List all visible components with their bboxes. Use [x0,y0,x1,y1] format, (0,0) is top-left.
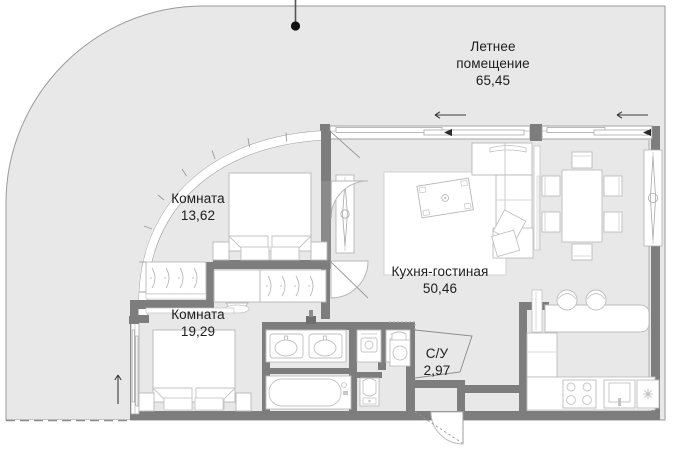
room-area: 19,29 [180,324,216,339]
orientation-marker-icon [290,0,301,31]
window-arrow-left [114,374,122,404]
wardrobe-room2 [259,269,327,303]
leader-lines [414,411,464,444]
room-label-summer: Летнее помещение 65,45 [380,38,606,89]
nightstand [138,392,155,412]
dining-chair [603,211,623,233]
desk [213,269,261,303]
kitchen-island [544,304,650,333]
furniture-room1 [212,172,328,261]
sink [603,379,636,409]
room-label-room2: Комната 19,29 [108,306,288,340]
sliding-doors-top [320,124,653,141]
cooktop [562,379,597,409]
room-label-kitchen: Кухня-гостиная 50,46 [320,263,560,297]
dining-chair [571,151,593,169]
washbasin [308,333,343,359]
furniture-living [383,142,541,276]
washbasin [269,333,304,359]
room-name: Летнее [470,39,516,54]
room-name: С/У [425,346,449,361]
furniture-kitchen [526,289,660,411]
window-right-room1 [335,174,355,254]
nightstand [235,392,252,412]
room-name-line2: помещение [456,56,530,71]
wc-label-leader [414,329,473,379]
furniture-dining [541,151,623,261]
furniture-room2 [138,269,327,412]
sliding-direction-arrows [434,111,648,119]
room-area: 13,62 [180,208,216,223]
room-label-room1: Комната 13,62 [108,190,288,224]
dining-chair [603,175,623,197]
bathtub [265,375,352,410]
dining-chair [571,243,593,261]
washing-machine [356,329,382,363]
bar-stool [556,289,607,311]
room-area: 65,45 [475,73,511,88]
room-label-wc: С/У 2,97 [396,345,478,379]
room-area: 2,97 [423,363,451,378]
dining-table [561,169,603,243]
room-area: 50,46 [422,281,458,296]
window-left-room2 [129,316,140,415]
window-right-dining [643,149,663,247]
wardrobe-room1 [145,261,207,300]
toilet [359,377,380,407]
nightstand [212,241,230,261]
nightstand [310,241,328,261]
dining-chair [541,175,561,197]
tall-cabinet [531,289,543,333]
room-name: Кухня-гостиная [391,264,489,279]
room1-leader [330,131,369,299]
room-name: Комната [171,191,225,206]
furniture-bathroom [265,310,411,410]
appliance [636,379,660,409]
shower [389,339,411,367]
room-name: Комната [171,307,225,322]
dining-chair [541,211,561,233]
